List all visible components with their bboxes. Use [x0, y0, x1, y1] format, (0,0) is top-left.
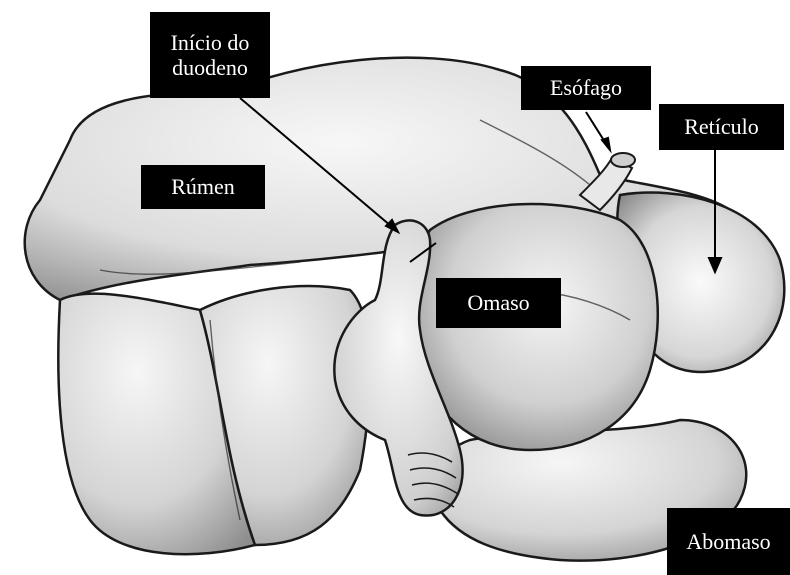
label-omaso: Omaso [436, 278, 561, 328]
label-inicio-duodeno-line2: duodeno [172, 55, 248, 80]
esofago-opening [611, 153, 635, 167]
label-inicio-duodeno: Início do duodeno [150, 12, 270, 98]
pointer-esofago-arrowhead [602, 138, 610, 150]
label-abomaso: Abomaso [667, 508, 790, 575]
label-esofago: Esófago [521, 66, 651, 110]
label-reticulo: Retículo [659, 104, 784, 150]
label-rumen: Rúmen [141, 165, 265, 209]
label-inicio-duodeno-line1: Início do [171, 30, 250, 55]
